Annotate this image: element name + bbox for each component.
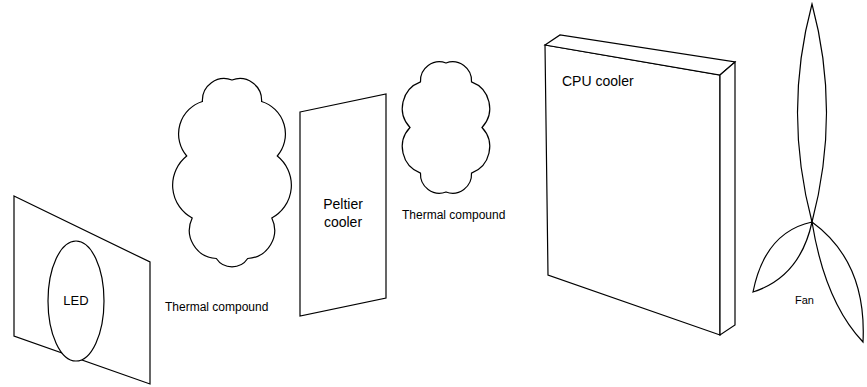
outline — [402, 62, 489, 193]
led-die: LED — [47, 240, 105, 362]
outline-shape — [812, 222, 863, 342]
outline-shape — [48, 241, 104, 361]
outline — [300, 94, 386, 316]
part-label: Thermal compound — [165, 300, 268, 315]
part-label: Fan — [795, 294, 814, 308]
cpu-cooler: CPU cooler — [543, 33, 738, 338]
thermal-compound: Thermal compound — [178, 72, 286, 272]
thermal-compound-outline — [178, 72, 286, 272]
outline — [48, 241, 104, 361]
outline-shape — [402, 62, 489, 193]
part-label: LED — [47, 293, 105, 309]
outline-shape — [545, 45, 720, 335]
outline-shape — [545, 35, 735, 75]
thermal-compound: Thermal compound — [402, 55, 490, 200]
outline-shape — [720, 62, 735, 335]
outline-shape — [753, 222, 812, 292]
outline-shape — [798, 4, 827, 222]
outline — [173, 79, 292, 267]
thermal-compound-outline — [402, 55, 490, 200]
led-board — [14, 196, 150, 384]
outline-shape — [173, 79, 292, 267]
outline — [753, 4, 863, 342]
outline — [545, 35, 735, 335]
part-label: CPU cooler — [562, 73, 634, 91]
part-label: Peltier cooler — [310, 196, 376, 231]
fan: Fan — [745, 2, 865, 347]
part-label: Thermal compound — [402, 208, 505, 223]
peltier-cooler: Peltier cooler — [298, 92, 388, 318]
outline-shape — [300, 94, 386, 316]
